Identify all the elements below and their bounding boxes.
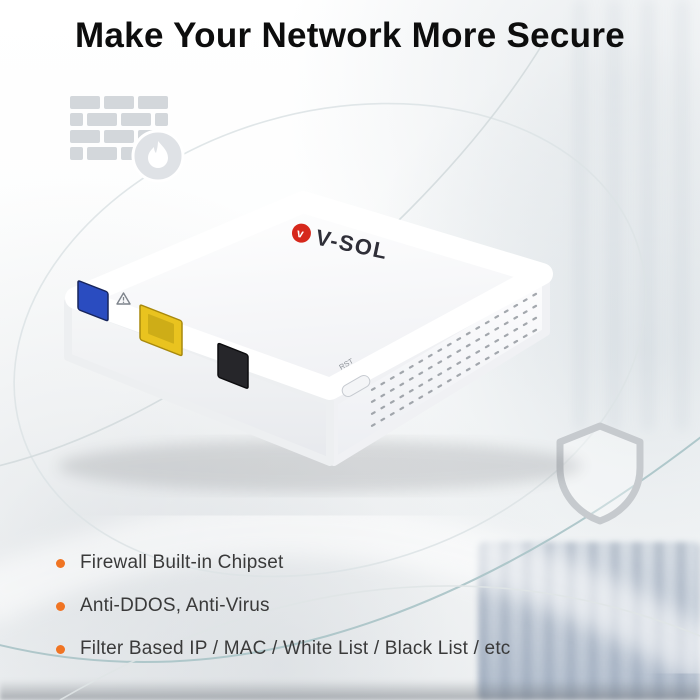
brand-logo-icon — [291, 223, 311, 243]
page-title: Make Your Network More Secure — [74, 16, 626, 55]
firewall-icon — [70, 96, 185, 183]
port-panel — [77, 280, 249, 389]
feature-label: Firewall Built-in Chipset — [80, 552, 284, 573]
feature-item: Anti-DDOS, Anti-Virus — [56, 593, 511, 619]
vent-slots — [370, 291, 540, 427]
background-floor-blur — [0, 680, 700, 700]
pon-port — [77, 280, 109, 322]
bullet-dot-icon — [56, 558, 65, 568]
feature-label: Anti-DDOS, Anti-Virus — [80, 595, 270, 616]
bullet-dot-icon — [56, 644, 65, 654]
bullet-dot-icon — [56, 601, 65, 611]
power-port — [217, 342, 249, 389]
brand-logo-mark: v — [295, 226, 305, 241]
feature-item: Filter Based IP / MAC / White List / Bla… — [56, 636, 511, 662]
device-shadow — [58, 440, 582, 492]
feature-list: Firewall Built-in Chipset Anti-DDOS, Ant… — [56, 550, 511, 679]
warning-icon — [116, 292, 131, 305]
flame-glyph — [148, 141, 168, 168]
feature-item: Firewall Built-in Chipset — [56, 550, 511, 576]
feature-label: Filter Based IP / MAC / White List / Bla… — [80, 638, 511, 659]
lan-port-slot — [148, 314, 174, 344]
reset-button — [341, 375, 371, 397]
shield-icon — [556, 422, 644, 525]
